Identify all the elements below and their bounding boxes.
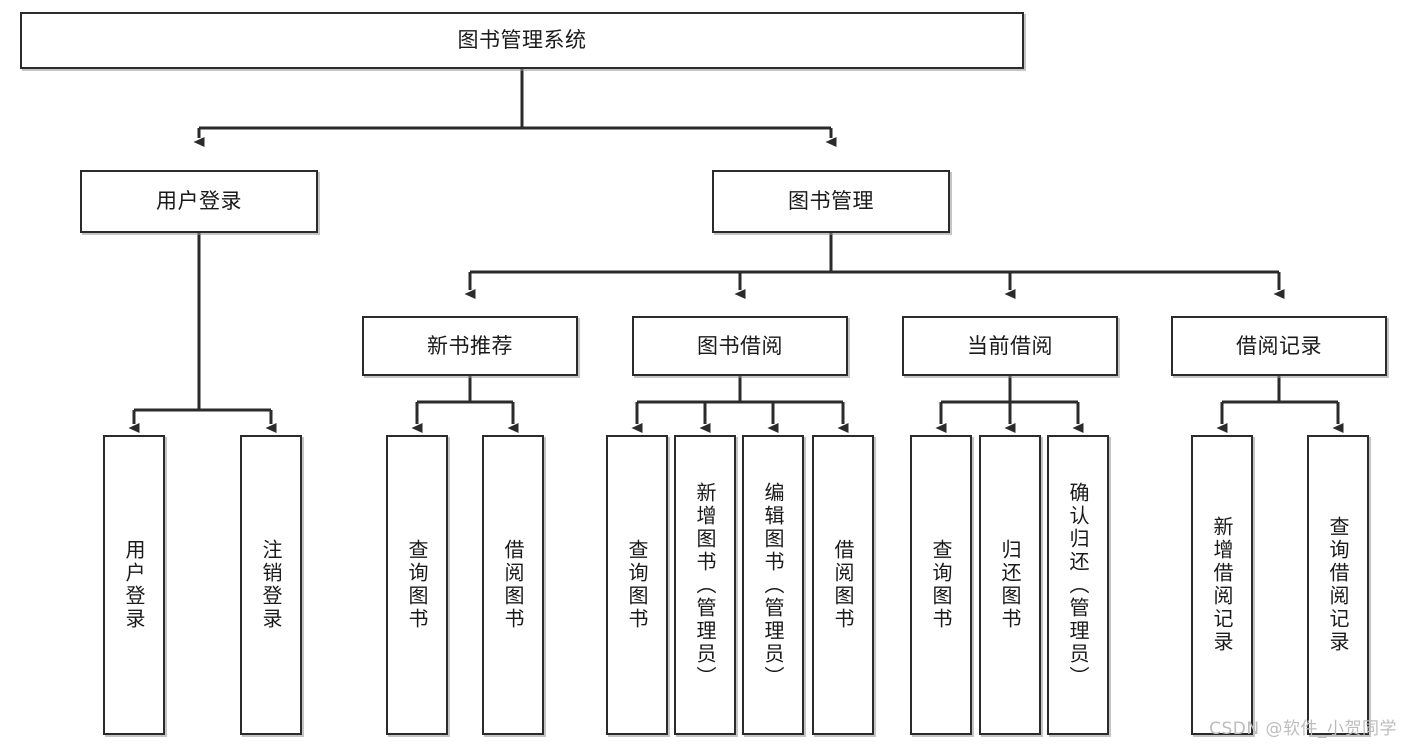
node-new-book-recommend-label: 新书推荐 [427,333,513,358]
leaf-borrowrecord-query-record[interactable]: 查询借阅记录 [1307,435,1369,735]
leaf-bookborrow-borrow-books-label: 借阅图书 [831,539,855,631]
leaf-currentborrow-confirm-return-admin[interactable]: 确认归还（管理员） [1047,435,1109,735]
leaf-currentborrow-query-books[interactable]: 查询图书 [910,435,972,735]
node-borrow-record[interactable]: 借阅记录 [1171,316,1387,376]
leaf-currentborrow-return-books[interactable]: 归还图书 [979,435,1041,735]
node-book-management-label: 图书管理 [788,189,874,214]
leaf-borrowrecord-query-record-label: 查询借阅记录 [1326,516,1350,654]
leaf-borrowrecord-add-record[interactable]: 新增借阅记录 [1191,435,1253,735]
leaf-currentborrow-query-books-label: 查询图书 [929,539,953,631]
node-current-borrow-label: 当前借阅 [967,333,1053,358]
leaf-logout-label: 注销登录 [259,539,283,631]
node-user-login-label: 用户登录 [156,189,242,214]
node-current-borrow[interactable]: 当前借阅 [902,316,1118,376]
node-borrow-record-label: 借阅记录 [1236,333,1322,358]
leaf-bookborrow-edit-book-admin[interactable]: 编辑图书（管理员） [742,435,804,735]
leaf-bookborrow-add-book-admin-label: 新增图书（管理员） [693,481,717,689]
node-new-book-recommend[interactable]: 新书推荐 [362,316,578,376]
leaf-bookborrow-query-books[interactable]: 查询图书 [606,435,668,735]
csdn-watermark: CSDN @软件_小贺同学 [1209,719,1397,739]
leaf-newbook-query-books-label: 查询图书 [405,539,429,631]
leaf-borrowrecord-add-record-label: 新增借阅记录 [1210,516,1234,654]
node-book-borrow-label: 图书借阅 [697,333,783,358]
leaf-logout[interactable]: 注销登录 [240,435,302,735]
node-root-label: 图书管理系统 [457,28,587,53]
node-book-borrow[interactable]: 图书借阅 [632,316,848,376]
leaf-currentborrow-confirm-return-admin-label: 确认归还（管理员） [1066,481,1090,689]
node-root-book-management-system[interactable]: 图书管理系统 [20,12,1024,69]
node-book-management[interactable]: 图书管理 [712,170,950,233]
leaf-newbook-query-books[interactable]: 查询图书 [386,435,448,735]
leaf-bookborrow-query-books-label: 查询图书 [625,539,649,631]
leaf-bookborrow-add-book-admin[interactable]: 新增图书（管理员） [674,435,736,735]
leaf-bookborrow-borrow-books[interactable]: 借阅图书 [812,435,874,735]
leaf-currentborrow-return-books-label: 归还图书 [998,539,1022,631]
leaf-user-login-label: 用户登录 [122,539,146,631]
leaf-newbook-borrow-books[interactable]: 借阅图书 [482,435,544,735]
leaf-user-login[interactable]: 用户登录 [103,435,165,735]
leaf-newbook-borrow-books-label: 借阅图书 [501,539,525,631]
leaf-bookborrow-edit-book-admin-label: 编辑图书（管理员） [761,481,785,689]
node-user-login[interactable]: 用户登录 [80,170,318,233]
